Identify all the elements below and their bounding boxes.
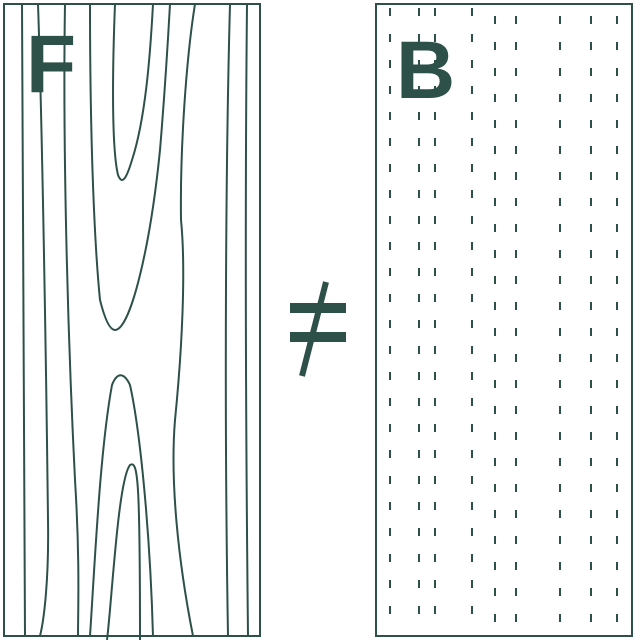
- back-label: B: [396, 25, 456, 116]
- wood-grain-lines: [21, 3, 249, 640]
- not-equal-icon: [290, 281, 346, 377]
- back-panel: [375, 3, 633, 637]
- dashed-grain-lines: [389, 8, 618, 622]
- front-panel: [3, 3, 261, 637]
- front-label: F: [26, 19, 77, 110]
